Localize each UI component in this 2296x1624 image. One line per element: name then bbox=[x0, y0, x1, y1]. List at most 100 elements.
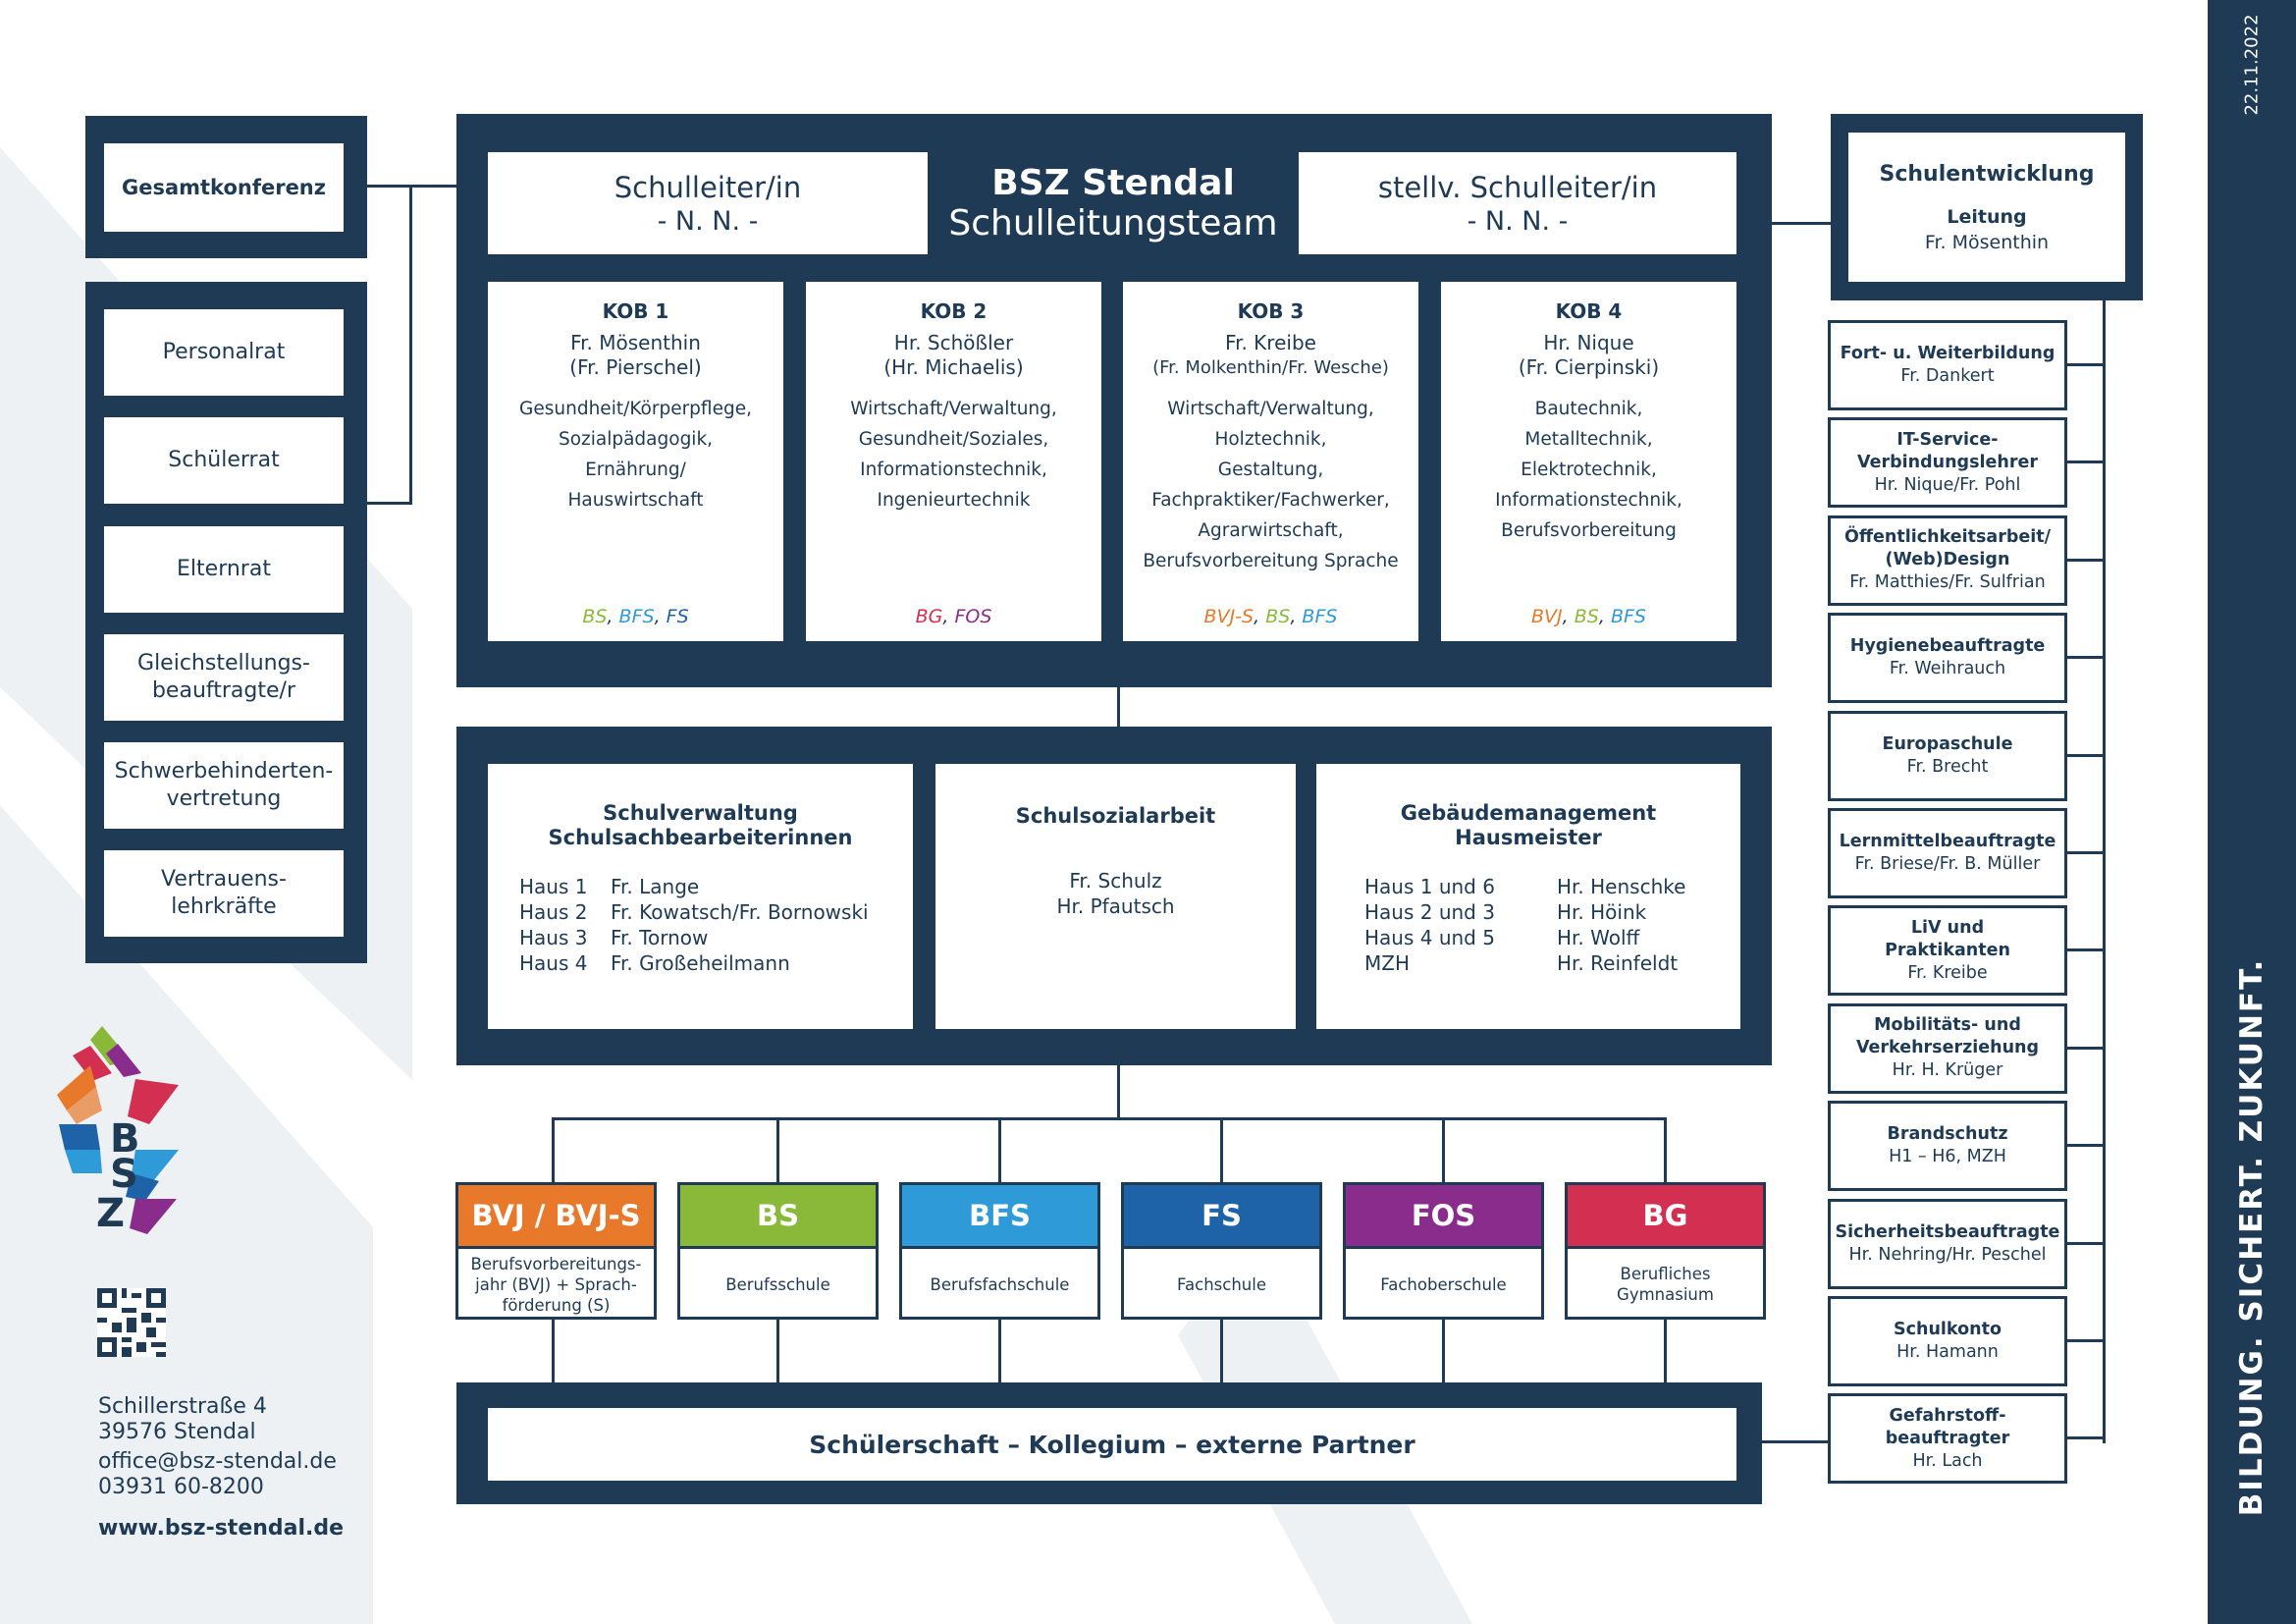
contact-city: 39576 Stendal bbox=[98, 1420, 256, 1444]
school-type-abbr: BFS bbox=[902, 1185, 1097, 1246]
kob-areas: Wirtschaft/Verwaltung,Gesundheit/Soziale… bbox=[806, 394, 1101, 515]
school-type-abbr: FOS bbox=[1346, 1185, 1541, 1246]
school-type-name: Berufsschule bbox=[725, 1274, 830, 1294]
connector bbox=[2067, 1046, 2106, 1050]
connector bbox=[1762, 1440, 1828, 1443]
responsibility-title: Schulkonto bbox=[1894, 1320, 2002, 1339]
kob-tag: BVJ-S bbox=[1203, 606, 1255, 627]
school-type-abbr: BS bbox=[680, 1185, 876, 1246]
connector bbox=[2067, 948, 2106, 952]
responsibility-person: Hr. Nique/Fr. Pohl bbox=[1874, 474, 2021, 495]
gremium-label: Vertrauens- lehrkräfte bbox=[161, 867, 287, 919]
date-label: 22.11.2022 bbox=[2241, 14, 2263, 116]
gremium-label: Elternrat bbox=[177, 557, 271, 581]
kob-school-types: BG, FOS bbox=[915, 606, 992, 627]
house-label: Haus 2 und 3 bbox=[1364, 900, 1495, 924]
responsibility-person: Fr. Dankert bbox=[1900, 366, 1995, 386]
logo-letter-s: S bbox=[110, 1152, 138, 1197]
kob-area: Sozialpädagogik, bbox=[558, 429, 714, 450]
connector bbox=[776, 1320, 779, 1382]
staff-name: Hr. Höink bbox=[1557, 900, 1647, 924]
connector bbox=[2067, 1144, 2106, 1148]
kob-area: Wirtschaft/Verwaltung, bbox=[1167, 399, 1374, 419]
kob-area: Ernährung/ bbox=[585, 460, 686, 480]
kob-tag: BFS bbox=[1302, 606, 1338, 627]
connector bbox=[2103, 300, 2106, 1443]
connector bbox=[552, 1117, 1667, 1120]
responsibility-person: Hr. Lach bbox=[1912, 1450, 1983, 1471]
kob-tag: BFS bbox=[618, 606, 655, 627]
kob-name: Hr. Nique(Fr. Cierpinski) bbox=[1518, 331, 1660, 379]
connector bbox=[409, 185, 412, 505]
connector bbox=[1220, 1320, 1223, 1382]
gremium-label: Schülerrat bbox=[168, 448, 280, 472]
school-type-card: BS Berufsschule bbox=[677, 1182, 879, 1320]
responsibility-title: Lernmittelbeauftragte bbox=[1839, 832, 2056, 851]
connector bbox=[2067, 851, 2106, 854]
schulentwicklung-title: Schulentwicklung bbox=[1879, 161, 2095, 187]
school-name: BSZ Stendal bbox=[991, 163, 1235, 203]
schulentwicklung-sub: Leitung bbox=[1947, 205, 2027, 228]
gremium-box: Vertrauens- lehrkräfte bbox=[104, 850, 344, 937]
responsibility-person: Fr. Matthies/Fr. Sulfrian bbox=[1849, 572, 2046, 593]
kob-school-types: BVJ-S, BS, BFS bbox=[1203, 606, 1338, 627]
school-type-name: Berufsfachschule bbox=[930, 1274, 1070, 1294]
kob-area: Berufsvorbereitung bbox=[1501, 520, 1677, 541]
contact-email[interactable]: office@bsz-stendal.de bbox=[98, 1449, 337, 1474]
gremium-box: Personalrat bbox=[104, 309, 344, 396]
connector bbox=[776, 1117, 779, 1182]
kob-area: Ingenieurtechnik bbox=[877, 490, 1031, 511]
logo-letter-z: Z bbox=[96, 1191, 125, 1236]
house-label: Haus 4 bbox=[519, 951, 588, 975]
kob-area: Agrarwirtschaft, bbox=[1198, 520, 1344, 541]
contact-website[interactable]: www.bsz-stendal.de bbox=[98, 1516, 345, 1541]
schulentwicklung-box: Schulentwicklung Leitung Fr. Mösenthin bbox=[1848, 133, 2125, 282]
gebaeude-subtitle: Hausmeister bbox=[1455, 826, 1602, 849]
responsibility-title: Hygienebeauftragte bbox=[1849, 636, 2046, 657]
responsibility-person: Fr. Kreibe bbox=[1907, 962, 1988, 983]
stellv-name: - N. N. - bbox=[1467, 205, 1569, 237]
gremium-box: Schwerbehinderten- vertretung bbox=[104, 742, 344, 829]
connector bbox=[2067, 1339, 2106, 1342]
staff-row: Haus 2 und 3 Hr. Höink bbox=[1364, 899, 1740, 925]
school-type-name: Berufsvorbereitungs- jahr (BVJ) + Sprach… bbox=[470, 1254, 642, 1315]
school-type-name: Berufliches Gymnasium bbox=[1617, 1265, 1714, 1304]
contact-block: Schillerstraße 4 39576 Stendal office@bs… bbox=[98, 1394, 344, 1542]
kob-area: Gesundheit/Körperpflege, bbox=[519, 399, 752, 419]
staff-name: Fr. Kowatsch/Fr. Bornowski bbox=[611, 900, 869, 924]
house-label: Haus 2 bbox=[519, 900, 588, 924]
kob-tag: BS bbox=[1574, 606, 1599, 627]
responsibility-title: Gefahrstoff- beauftragter bbox=[1885, 1405, 2010, 1448]
responsibility-person: Fr. Brecht bbox=[1906, 756, 1989, 777]
staff-name: Fr. Tornow bbox=[611, 926, 709, 949]
connector bbox=[1117, 687, 1120, 727]
gremium-box: Gleichstellungs- beauftragte/r bbox=[104, 634, 344, 721]
kob-area: Informationstechnik, bbox=[1495, 490, 1682, 511]
contact-street: Schillerstraße 4 bbox=[98, 1394, 267, 1419]
kob-title: KOB 2 bbox=[920, 299, 988, 323]
kob-area: Berufsvorbereitung Sprache bbox=[1143, 551, 1399, 571]
gremium-label: Gleichstellungs- beauftragte/r bbox=[137, 651, 310, 703]
schulleiter-box: Schulleiter/in - N. N. - bbox=[488, 152, 928, 254]
stellv-title: stellv. Schulleiter/in bbox=[1377, 170, 1658, 204]
kob-area: Hauswirtschaft bbox=[567, 490, 704, 511]
kob-tag: BVJ bbox=[1531, 606, 1563, 627]
kob-areas: Gesundheit/Körperpflege, Sozialpädagogik,… bbox=[488, 394, 783, 515]
community-box: Schülerschaft – Kollegium – externe Part… bbox=[488, 1408, 1736, 1481]
schulverwaltung-title: Schulverwaltung bbox=[603, 801, 798, 825]
community-label: Schülerschaft – Kollegium – externe Part… bbox=[809, 1430, 1415, 1459]
kob-area: Elektrotechnik, bbox=[1521, 460, 1657, 480]
schulverwaltung-subtitle: Schulsachbearbeiterinnen bbox=[548, 826, 853, 849]
kob-title: KOB 4 bbox=[1555, 299, 1623, 323]
house-label: MZH bbox=[1364, 951, 1410, 975]
staff-name: Hr. Wolff bbox=[1557, 926, 1640, 949]
connector bbox=[1664, 1320, 1667, 1382]
connector bbox=[1220, 1117, 1223, 1182]
